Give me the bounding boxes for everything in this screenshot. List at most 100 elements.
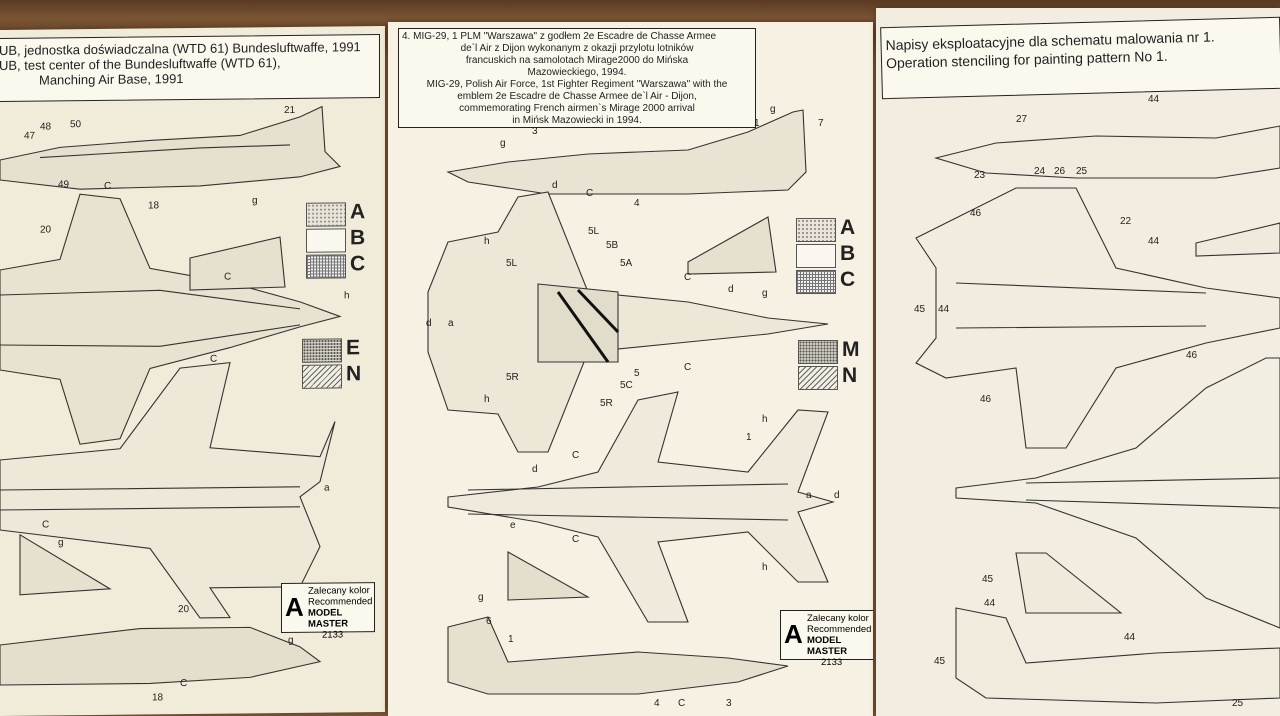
left-aircraft-drawings xyxy=(0,105,342,686)
color-swatch-n xyxy=(798,366,838,390)
callout-label: d xyxy=(552,180,558,191)
callout-label: 44 xyxy=(1124,632,1136,643)
callout-label: C xyxy=(684,272,692,283)
middle-caption-line: MIG-29, Polish Air Force, 1st Fighter Re… xyxy=(426,79,728,90)
middle-caption-line: francuskich na samolotach Mirage2000 do … xyxy=(465,55,689,66)
callout-label: d xyxy=(532,464,538,475)
rec-line: Zalecany kolor xyxy=(308,585,370,597)
color-swatch-a xyxy=(306,202,346,227)
callout-label: C xyxy=(180,678,188,690)
swatch-label: A xyxy=(840,216,856,239)
callout-label: 5R xyxy=(506,372,519,383)
color-swatch-b xyxy=(306,228,346,253)
callout-label: C xyxy=(572,450,580,461)
callout-label: a xyxy=(448,318,454,329)
rec-line: 2133 xyxy=(821,657,843,668)
callout-label: 44 xyxy=(984,598,996,609)
callout-label: 4 xyxy=(634,198,640,209)
color-swatch-a xyxy=(796,218,836,242)
callout-label: C xyxy=(684,362,692,373)
swatch-label: C xyxy=(350,252,366,276)
callout-label: C xyxy=(572,534,580,545)
swatch-label: E xyxy=(346,336,361,360)
rec-line: Recommended xyxy=(308,596,373,608)
callout-label: h xyxy=(762,562,768,573)
callout-label: 6 xyxy=(486,616,492,627)
middle-aircraft-drawings xyxy=(427,109,836,695)
callout-label: 45 xyxy=(982,574,994,585)
callout-label: e xyxy=(510,520,516,531)
middle-caption-line: Mazowieckiego, 1994. xyxy=(527,67,627,78)
recommended-color-letter: A xyxy=(784,619,803,649)
callout-label: 21 xyxy=(284,104,296,117)
callout-label: g xyxy=(500,138,506,149)
callout-label: C xyxy=(210,353,218,365)
callout-label: 3 xyxy=(726,698,732,709)
recommended-color-text: Zalecany kolor Recommended MODEL MASTER … xyxy=(308,585,374,641)
callout-label: 24 xyxy=(1034,166,1046,177)
callout-label: 49 xyxy=(58,179,70,191)
middle-caption-line: commemorating French airmen`s Mirage 200… xyxy=(459,103,695,114)
callout-label: g xyxy=(770,104,776,115)
callout-label: g xyxy=(252,195,258,207)
left-instruction-sheet: UB, jednostka doświadczalna (WTD 61) Bun… xyxy=(0,25,385,716)
callout-label: 7 xyxy=(818,118,824,129)
middle-caption-line: in Mińsk Mazowiecki in 1994. xyxy=(512,115,642,126)
callout-label: 23 xyxy=(974,170,986,181)
callout-label: C xyxy=(678,698,686,709)
callout-label: 5 xyxy=(634,368,640,379)
callout-label: C xyxy=(586,188,594,199)
recommended-color-box: A Zalecany kolor Recommended MODEL MASTE… xyxy=(281,582,375,641)
callout-label: C xyxy=(224,271,232,283)
callout-label: C xyxy=(104,180,112,192)
color-swatch-n xyxy=(302,364,342,389)
rec-line: 2133 xyxy=(322,629,344,641)
color-swatch-b xyxy=(796,244,836,268)
callout-label: 44 xyxy=(1148,94,1160,105)
callout-label: 20 xyxy=(40,224,52,236)
callout-label: h xyxy=(484,236,490,247)
callout-label: 1 xyxy=(508,634,514,645)
color-swatch-m xyxy=(798,340,838,364)
callout-label: 5A xyxy=(620,258,633,269)
callout-label: 44 xyxy=(1148,236,1160,247)
callout-label: d xyxy=(834,490,840,501)
rec-line: MODEL MASTER xyxy=(807,635,848,657)
color-swatch-c xyxy=(796,270,836,294)
callout-label: 18 xyxy=(152,692,164,704)
callout-label: 5L xyxy=(506,258,518,269)
right-instruction-sheet: Napisy eksploatacyjne dla schematu malow… xyxy=(876,8,1280,716)
callout-label: h xyxy=(762,414,768,425)
callout-label: 5B xyxy=(606,240,619,251)
callout-label: g xyxy=(762,288,768,299)
callout-label: d xyxy=(728,284,734,295)
swatch-label: A xyxy=(350,200,366,224)
callout-label: 4 xyxy=(654,698,660,709)
callout-label: 18 xyxy=(148,200,160,212)
rec-line: MODEL MASTER xyxy=(308,607,349,630)
callout-label: h xyxy=(344,290,350,302)
callout-label: 46 xyxy=(1186,350,1198,361)
middle-caption-line: 4. MIG-29, 1 PLM "Warszawa" z godłem 2e … xyxy=(402,31,717,42)
callout-label: 45 xyxy=(914,304,926,315)
middle-instruction-sheet: 4. MIG-29, 1 PLM "Warszawa" z godłem 2e … xyxy=(388,22,873,716)
middle-caption-line: emblem 2e Escadre de Chasse Armee de`l A… xyxy=(457,91,697,102)
callout-label: g xyxy=(58,537,64,549)
callout-label: 1 xyxy=(746,432,752,443)
callout-label: 5L xyxy=(588,226,600,237)
callout-label: 47 xyxy=(24,130,36,142)
recommended-color-text: Zalecany kolor Recommended MODEL MASTER … xyxy=(807,613,873,668)
callout-label: 45 xyxy=(934,656,946,667)
color-swatch-c xyxy=(306,254,346,279)
callout-label: 50 xyxy=(70,119,82,131)
swatch-label: N xyxy=(842,364,858,387)
callout-label: 26 xyxy=(1054,166,1066,177)
callout-label: 44 xyxy=(938,304,950,315)
callout-label: g xyxy=(288,634,294,646)
recommended-color-letter: A xyxy=(285,591,304,623)
callout-label: 22 xyxy=(1120,216,1132,227)
recommended-color-box: A Zalecany kolor Recommended MODEL MASTE… xyxy=(780,610,873,668)
callout-label: 5C xyxy=(620,380,633,391)
callout-label: 25 xyxy=(1076,166,1088,177)
callout-label: 1 xyxy=(754,118,760,129)
